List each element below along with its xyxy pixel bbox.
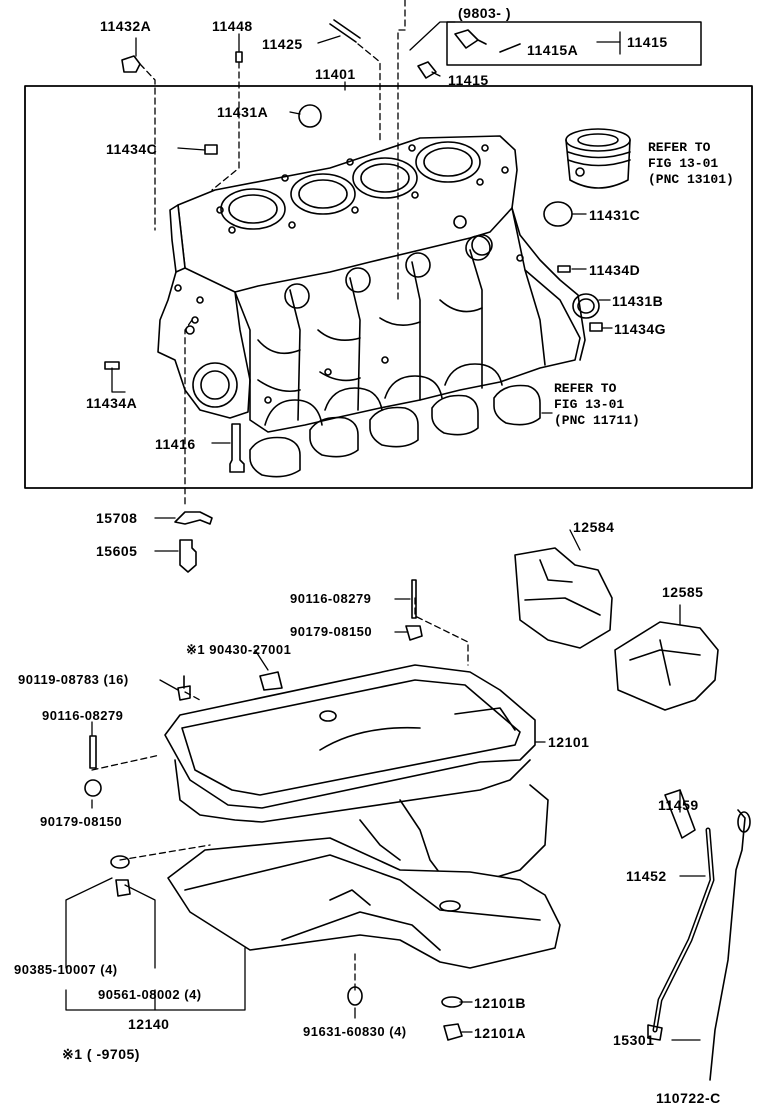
block-group-frame — [24, 85, 753, 489]
dipstick-15301 — [709, 809, 751, 1081]
solid-leaders — [65, 21, 706, 1041]
label-11459: 11459 — [658, 797, 699, 813]
nut-90561-shape — [115, 879, 131, 897]
bolt-90119-shape — [177, 675, 191, 701]
nut-lower-shape — [84, 779, 102, 797]
label-12101: 12101 — [548, 734, 590, 750]
refer-13101-line2: FIG 13-01 — [648, 156, 719, 171]
plug-90430-shape — [259, 671, 283, 691]
plug-11431C-shape — [543, 201, 573, 227]
label-90385: 90385-10007 (4) — [14, 962, 118, 977]
pin-11434C-shape — [204, 144, 218, 155]
label-12140: 12140 — [128, 1016, 170, 1032]
plug-11431A-shape — [298, 104, 322, 128]
label-12101A: 12101A — [474, 1025, 527, 1041]
label-11434A: 11434A — [86, 395, 138, 411]
stud-lower-shape — [89, 735, 97, 769]
label-15301: 15301 — [613, 1032, 655, 1048]
nut-upper-shape — [405, 625, 423, 641]
label-12584: 12584 — [573, 519, 615, 535]
bolt-11416-shape — [229, 423, 245, 473]
label-90561: 90561-08002 (4) — [98, 987, 202, 1002]
label-90119: 90119-08783 (16) — [18, 672, 129, 687]
cylinder-block — [157, 135, 586, 433]
label-11415A: 11415A — [527, 42, 579, 58]
plug-12101A-shape — [443, 1023, 463, 1041]
label-11448: 11448 — [212, 18, 253, 34]
bracket-12584 — [514, 547, 613, 649]
nut-90385-shape — [110, 855, 130, 869]
label-11415: 11415 — [448, 72, 489, 88]
refer-13101-line1: REFER TO — [648, 140, 711, 155]
refer-11711-line3: (PNC 11711) — [554, 413, 640, 428]
label-12101B: 12101B — [474, 995, 527, 1011]
dashed-leaders — [91, 0, 469, 991]
figure-code: 110722-C — [656, 1090, 721, 1106]
pin-11448-shape — [235, 51, 243, 63]
plug-15605-shape — [179, 539, 197, 573]
footnote-variant-date: ※1 ( -9705) — [62, 1046, 140, 1062]
refer-11711-line1: REFER TO — [554, 381, 617, 396]
bracket-15708-shape — [174, 511, 213, 525]
dipstick-guide-11452 — [647, 827, 715, 1041]
label-90179-upper: 90179-08150 — [290, 624, 373, 639]
bearing-shells — [249, 384, 541, 478]
clamp-11459-shape — [664, 789, 696, 839]
bolt-91631-shape — [347, 986, 363, 1006]
baffle-12585 — [614, 621, 719, 711]
label-11434D: 11434D — [589, 262, 641, 278]
baffle-12140 — [167, 837, 561, 969]
label-12585: 12585 — [662, 584, 704, 600]
label-11415-variant: 11415 — [627, 34, 668, 50]
label-90430: ※1 90430-27001 — [186, 642, 292, 657]
label-11431B: 11431B — [612, 293, 664, 309]
refer-11711-line2: FIG 13-01 — [554, 397, 625, 412]
variant-plug-shape — [454, 29, 487, 49]
gasket-12101B-shape — [441, 996, 463, 1008]
label-15605: 15605 — [96, 543, 138, 559]
label-90179-lower: 90179-08150 — [40, 814, 123, 829]
stud-11425-shape — [329, 19, 361, 43]
label-11431C: 11431C — [589, 207, 641, 223]
label-variant-date: (9803- ) — [458, 5, 512, 21]
pin-11434D-shape — [557, 265, 571, 273]
variant-bolt-shape — [499, 43, 521, 53]
label-91631: 91631-60830 (4) — [303, 1024, 407, 1039]
oil-pan-12101 — [164, 664, 549, 889]
label-15708: 15708 — [96, 510, 138, 526]
label-11425: 11425 — [262, 36, 303, 52]
label-11432A: 11432A — [100, 18, 152, 34]
label-11401: 11401 — [315, 66, 356, 82]
label-11434G: 11434G — [614, 321, 667, 337]
plug-11431B-shape — [572, 293, 600, 319]
label-90116-upper: 90116-08279 — [290, 591, 372, 606]
refer-13101-line3: (PNC 13101) — [648, 172, 734, 187]
label-11434C: 11434C — [106, 141, 158, 157]
plug-11415-shape — [417, 61, 437, 79]
plug-11432A-shape — [121, 55, 141, 73]
label-11416: 11416 — [155, 436, 196, 452]
label-90116-lower: 90116-08279 — [42, 708, 124, 723]
piston-illustration — [565, 128, 631, 189]
stud-upper-shape — [411, 579, 417, 619]
pin-11434G-shape — [589, 322, 603, 332]
label-11431A: 11431A — [217, 104, 269, 120]
label-11452: 11452 — [626, 868, 667, 884]
variant-box — [446, 21, 702, 66]
